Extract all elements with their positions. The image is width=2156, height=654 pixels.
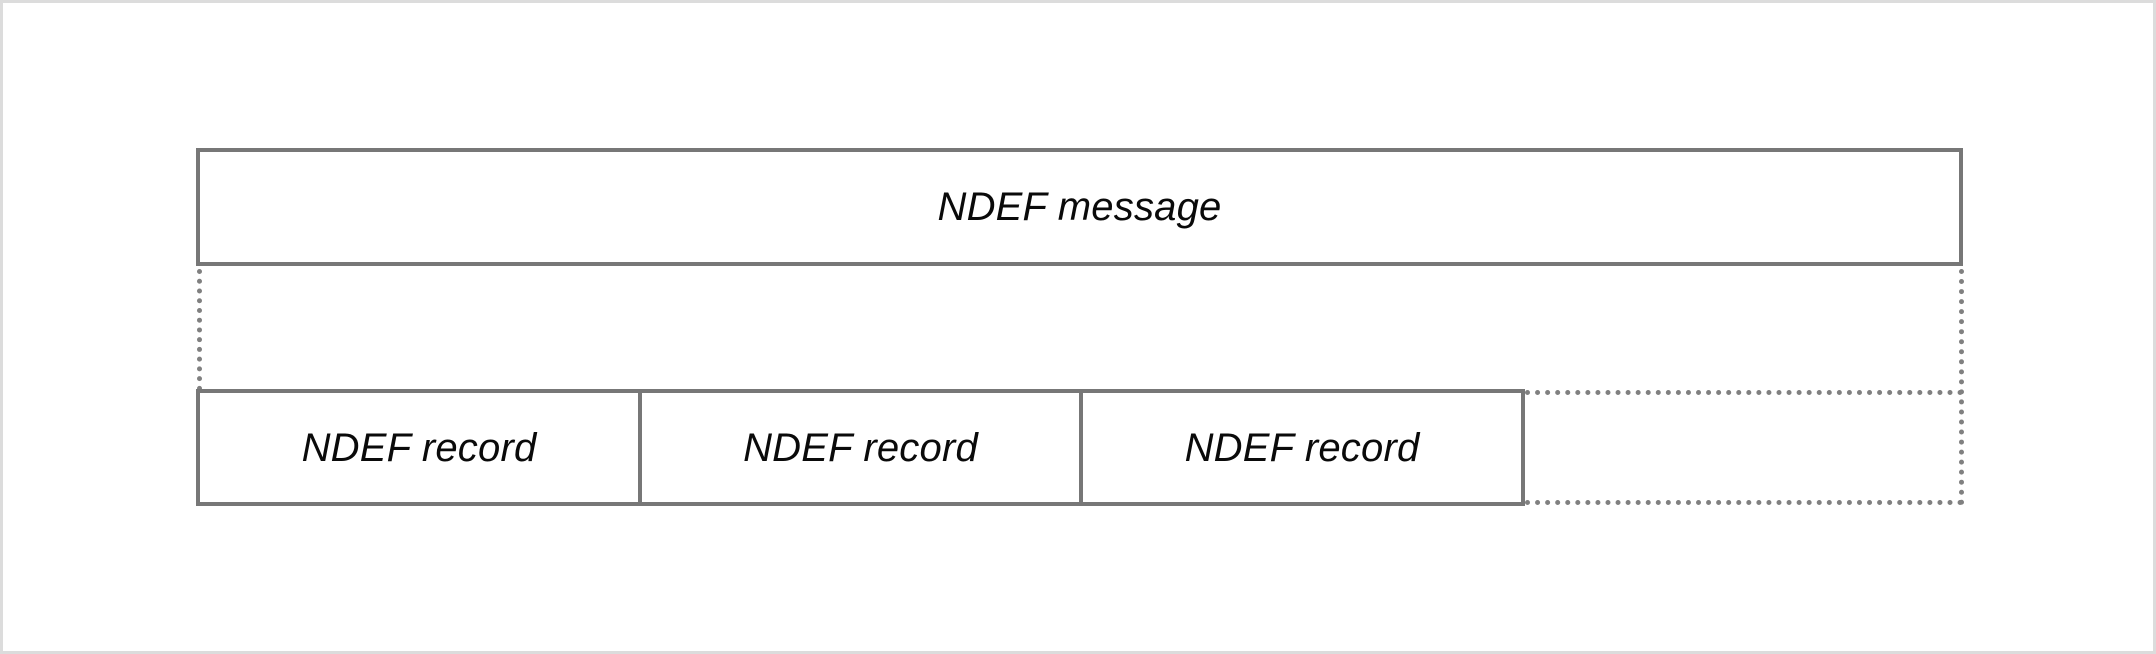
ndef-records-continuation-dotted-box [1525, 389, 1963, 506]
continuation-bottom-dotted-line [1525, 500, 1963, 505]
ndef-record-label-1: NDEF record [301, 425, 537, 470]
ndef-record-box-2: NDEF record [638, 389, 1083, 506]
connector-left-dotted-line [197, 269, 202, 391]
ndef-records-row: NDEF record NDEF record NDEF record [196, 389, 1963, 506]
continuation-top-dotted-line [1525, 390, 1963, 395]
ndef-record-label-3: NDEF record [1184, 425, 1420, 470]
ndef-record-box-1: NDEF record [196, 389, 642, 506]
ndef-message-box: NDEF message [196, 148, 1963, 266]
ndef-record-label-2: NDEF record [743, 425, 978, 470]
ndef-record-box-3: NDEF record [1079, 389, 1525, 506]
connector-right-dotted-line [1959, 269, 1964, 505]
ndef-message-label: NDEF message [937, 185, 1222, 229]
